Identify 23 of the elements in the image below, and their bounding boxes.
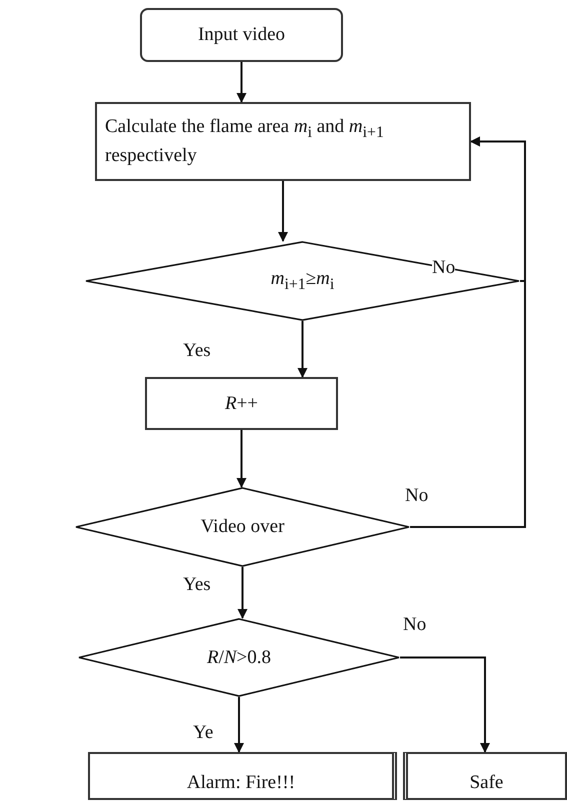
- process-box: [88, 752, 397, 800]
- start-box: [140, 8, 343, 62]
- arrow: [236, 62, 246, 103]
- arrow: [400, 656, 490, 753]
- arrow: [410, 136, 526, 528]
- node-text: R/N>0.8: [206, 646, 272, 670]
- node-text: Video over: [200, 515, 284, 540]
- arrow: [238, 567, 248, 619]
- node-text: m$_{i+1}$≥m$_{i}$: [270, 267, 334, 296]
- process-box: [403, 752, 567, 800]
- node-text: Input video: [198, 23, 286, 48]
- process-box: [95, 102, 471, 181]
- node-text: Alarm: Fire!!!: [186, 771, 296, 796]
- arrow: [298, 321, 308, 378]
- arrow: [278, 181, 288, 242]
- arrow: [234, 697, 244, 753]
- node-text: Safe: [470, 771, 504, 796]
- decision-diamond: [85, 241, 520, 321]
- arrow: [236, 430, 246, 488]
- node-text: Calculate the flame area m$_{i}$ and m$_{i+1}$ respectively: [104, 115, 385, 168]
- node-text: R++: [224, 392, 258, 416]
- decision-diamond: [78, 618, 400, 697]
- process-box: [145, 377, 338, 430]
